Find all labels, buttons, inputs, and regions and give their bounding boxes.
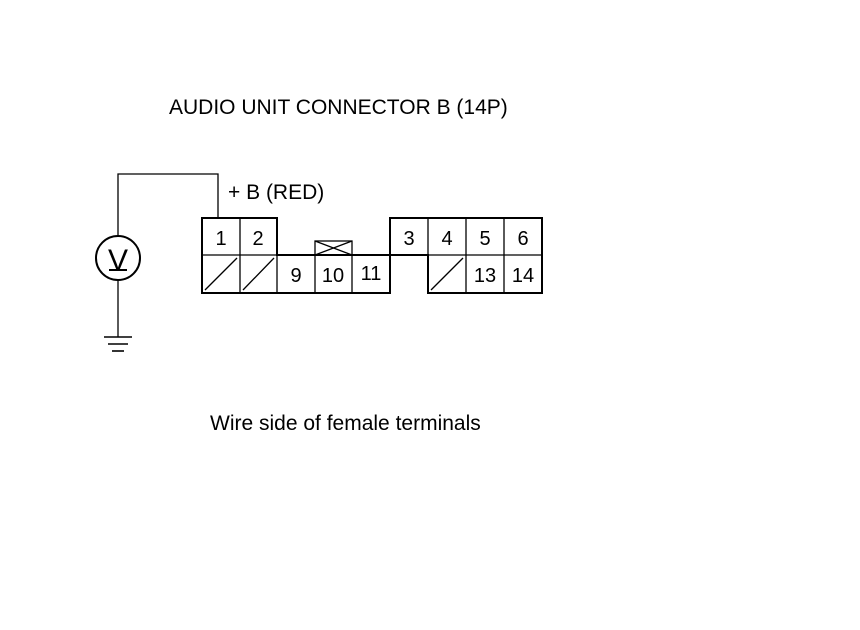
- pin-number: 14: [512, 265, 534, 287]
- empty-cavity-mark: [242, 257, 275, 291]
- voltmeter-symbol: V: [108, 244, 128, 277]
- pin-number: 11: [361, 263, 382, 285]
- pin-number: 6: [517, 228, 528, 250]
- pin-number: 2: [252, 228, 263, 250]
- pin-number: 4: [441, 228, 452, 250]
- pin-number: 3: [403, 228, 414, 250]
- pin-number: 13: [474, 265, 496, 287]
- pin-number: 10: [322, 265, 344, 287]
- empty-cavity-mark: [204, 257, 238, 291]
- diagram-title: AUDIO UNIT CONNECTOR B (14P): [169, 96, 508, 119]
- view-caption: Wire side of female terminals: [210, 412, 481, 435]
- ground-icon: [104, 336, 132, 352]
- voltmeter-icon: V: [95, 235, 141, 281]
- pin-number: 5: [479, 228, 490, 250]
- pin-number: 9: [290, 265, 301, 287]
- empty-cavity-mark: [430, 257, 464, 291]
- connector-b: 1 2 3 4 5 6 9 10 11 13 14: [201, 217, 543, 294]
- pin-number: 1: [215, 228, 226, 250]
- locking-tab: [314, 240, 353, 256]
- probe-wire: [117, 173, 219, 236]
- probe-label: + B (RED): [228, 181, 324, 204]
